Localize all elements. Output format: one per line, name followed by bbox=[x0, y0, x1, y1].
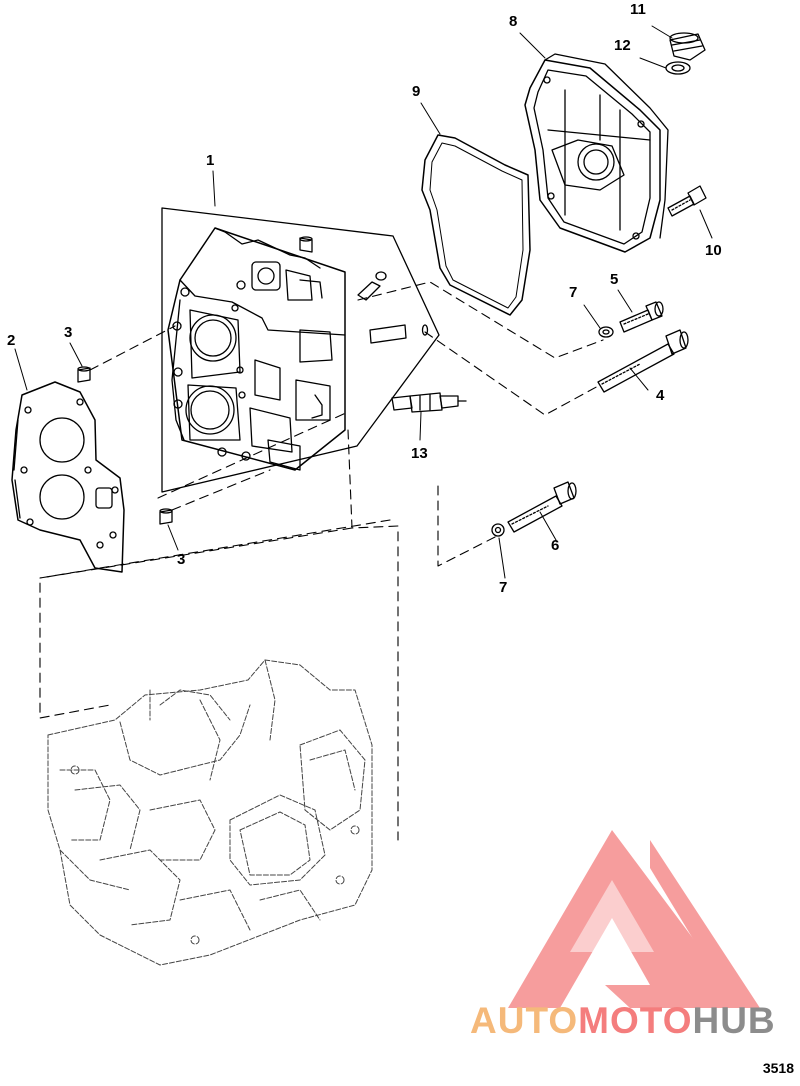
callout-7-lower: 7 bbox=[499, 579, 508, 596]
engine-block bbox=[47, 659, 373, 966]
callout-13: 13 bbox=[411, 445, 428, 462]
oil-fill-cap bbox=[651, 25, 706, 61]
head-pins bbox=[299, 236, 429, 344]
callout-12: 12 bbox=[614, 37, 631, 54]
dowel-pins bbox=[77, 366, 173, 525]
washer-upper bbox=[583, 304, 614, 338]
callout-6: 6 bbox=[551, 537, 560, 554]
watermark-brand-hub: HUB bbox=[692, 1000, 776, 1041]
head-bolt-medium bbox=[507, 481, 577, 541]
cover-bolt bbox=[667, 185, 713, 239]
callout-8: 8 bbox=[509, 13, 518, 30]
callout-3-lower: 3 bbox=[177, 551, 186, 568]
watermark-brand-auto: AUTO bbox=[470, 1000, 579, 1041]
valve-cover-gasket bbox=[420, 102, 531, 316]
callout-3-upper: 3 bbox=[64, 324, 73, 341]
callout-7-upper: 7 bbox=[569, 284, 578, 301]
valve-cover bbox=[519, 32, 669, 253]
cylinder-head-gasket bbox=[11, 381, 125, 573]
cylinder-head bbox=[167, 227, 346, 471]
cylinder-head-frame bbox=[161, 207, 440, 493]
callout-10: 10 bbox=[705, 242, 722, 259]
head-bolt-short bbox=[617, 289, 664, 333]
callout-1: 1 bbox=[206, 152, 215, 169]
fill-cap-seal bbox=[639, 57, 691, 75]
head-bolt-long bbox=[597, 329, 689, 393]
figure-number: 3518 bbox=[762, 1060, 794, 1076]
callout-2: 2 bbox=[7, 332, 16, 349]
watermark-brand-moto: MOTO bbox=[578, 1000, 693, 1041]
callout-11: 11 bbox=[630, 1, 646, 18]
watermark-brand: AUTOMOTOHUB bbox=[470, 1000, 792, 1044]
callout-5: 5 bbox=[610, 271, 619, 288]
washer-lower bbox=[491, 523, 506, 579]
spark-plug bbox=[391, 392, 467, 441]
watermark-logo-icon bbox=[508, 830, 760, 1008]
callout-4: 4 bbox=[656, 387, 665, 404]
callout-9: 9 bbox=[412, 83, 421, 100]
